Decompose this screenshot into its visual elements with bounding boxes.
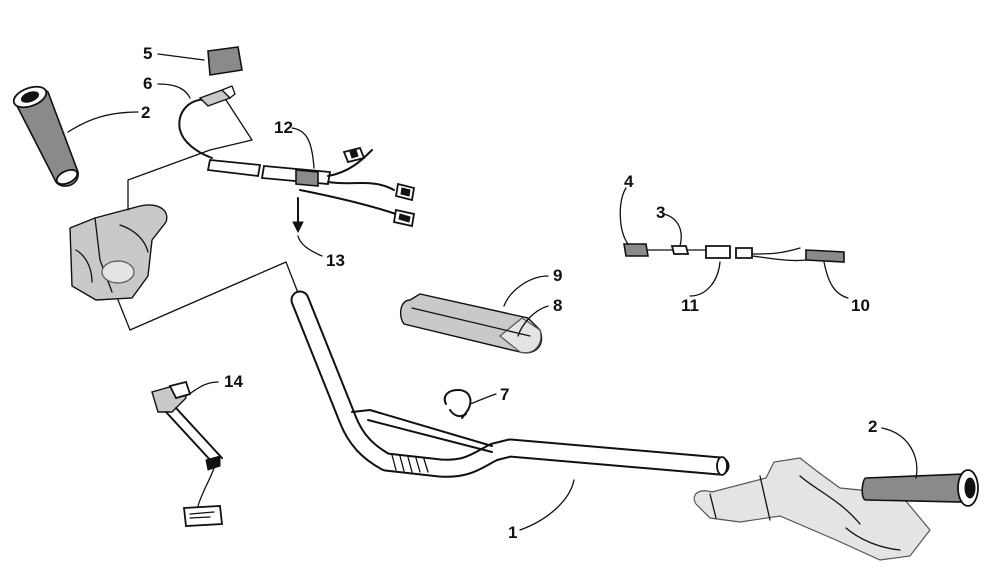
left-grip (12, 85, 79, 187)
callout-13: 13 (326, 251, 345, 270)
kill-switch-harness (623, 243, 845, 263)
callout-1: 1 (508, 523, 517, 542)
clamp-ring (443, 389, 472, 419)
callout-8: 8 (553, 296, 562, 315)
callout-6: 6 (143, 74, 152, 93)
callout-2-right: 2 (868, 417, 877, 436)
callout-7: 7 (500, 385, 509, 404)
heater-wire (178, 85, 236, 159)
wiring-harness (260, 146, 416, 228)
leader-lines (67, 53, 918, 531)
callout-10: 10 (851, 296, 870, 315)
tube-segment (206, 159, 262, 177)
callout-4: 4 (624, 172, 634, 191)
screw-part (292, 197, 304, 234)
decal-part (207, 46, 243, 76)
assembly-bracket-upper (127, 149, 211, 211)
callout-5: 5 (143, 44, 152, 63)
callout-14: 14 (224, 372, 243, 391)
assembly-bracket-lower (117, 261, 301, 331)
callout-2-left: 2 (141, 103, 150, 122)
assembly-bracket-right (209, 99, 253, 151)
grip-pad (399, 293, 543, 354)
right-throttle-housing (693, 457, 931, 561)
left-throttle-housing (69, 204, 168, 301)
callout-12: 12 (274, 118, 293, 137)
callout-3: 3 (656, 203, 665, 222)
callout-9: 9 (553, 266, 562, 285)
switch-with-lead (151, 380, 223, 527)
handlebar (290, 290, 730, 478)
right-grip (861, 469, 979, 507)
callout-11: 11 (681, 296, 699, 315)
